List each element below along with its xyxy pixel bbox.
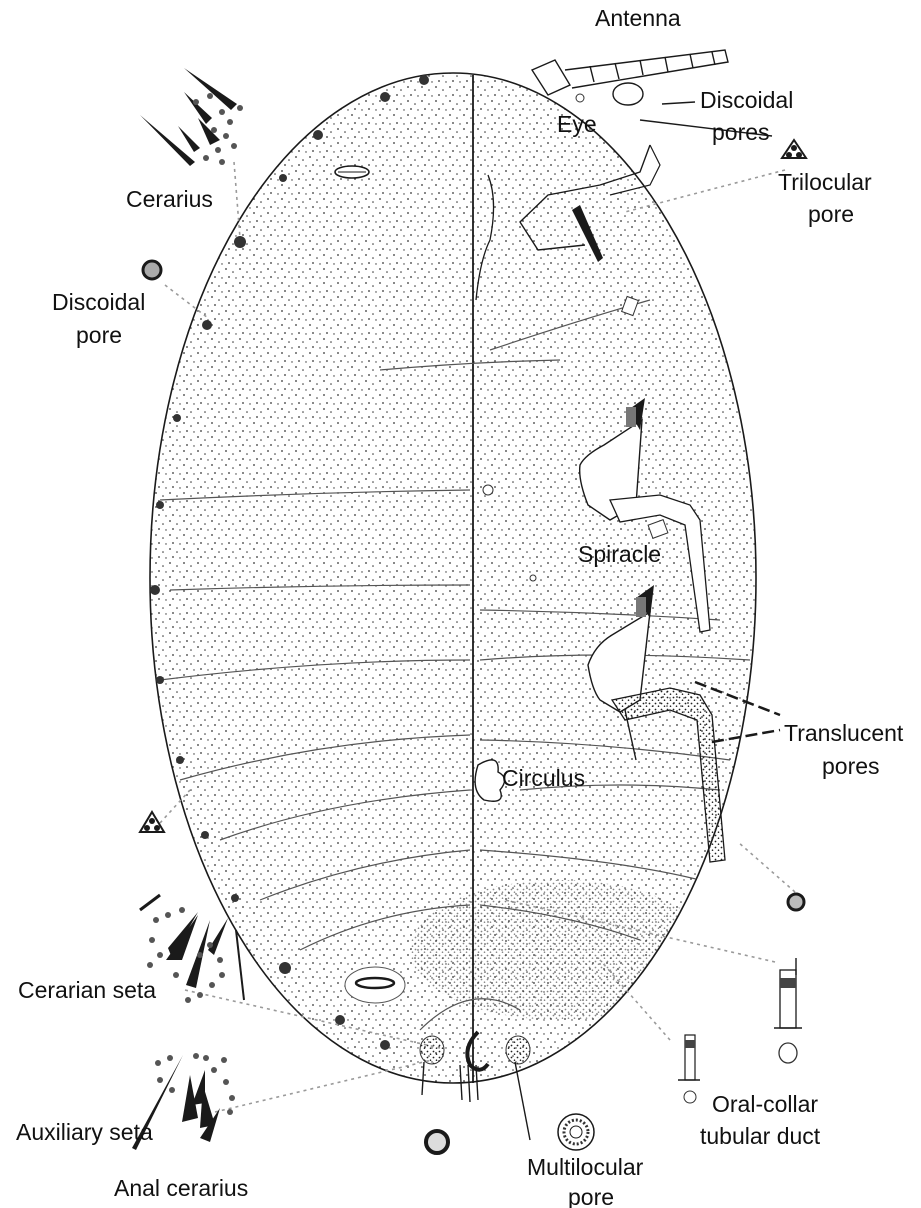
dorsal-ostiole-lower: [345, 967, 405, 1003]
cerarius-detail: [140, 68, 243, 166]
label-discoidal-pores-1: Discoidal: [700, 87, 793, 113]
label-auxiliary-seta: Auxiliary seta: [16, 1119, 153, 1145]
label-circulus: Circulus: [502, 765, 585, 791]
dorsal-ostiole-upper: [335, 166, 369, 178]
label-trilocular-pore-1: Trilocular: [778, 169, 872, 195]
label-spiracle: Spiracle: [578, 541, 661, 567]
label-multilocular-pore-1: Multilocular: [527, 1154, 644, 1180]
label-eye: Eye: [557, 111, 597, 137]
translucent-pore-icon: [788, 894, 804, 910]
label-discoidal-pore-1: Discoidal: [52, 289, 145, 315]
multilocular-pore-icon: [558, 1114, 594, 1150]
label-antenna: Antenna: [595, 5, 681, 31]
label-oral-collar-1: Oral-collar: [712, 1091, 818, 1117]
label-discoidal-pores-2: pores: [712, 119, 770, 145]
label-anal-cerarius: Anal cerarius: [114, 1175, 248, 1201]
label-cerarian-seta: Cerarian seta: [18, 977, 156, 1003]
oral-collar-tubular-duct-icon: [678, 958, 802, 1103]
label-translucent-pores-2: pores: [822, 753, 880, 779]
label-translucent-pores-1: Translucent: [784, 720, 904, 746]
anal-cerarius-pore-icon: [426, 1131, 448, 1153]
label-multilocular-pore-2: pore: [568, 1184, 614, 1208]
label-cerarius: Cerarius: [126, 186, 213, 212]
trilocular-pore-icon: [782, 140, 806, 158]
discoidal-pore-icon: [143, 261, 161, 279]
label-oral-collar-2: tubular duct: [700, 1123, 821, 1149]
label-trilocular-pore-2: pore: [808, 201, 854, 227]
label-discoidal-pore-2: pore: [76, 322, 122, 348]
